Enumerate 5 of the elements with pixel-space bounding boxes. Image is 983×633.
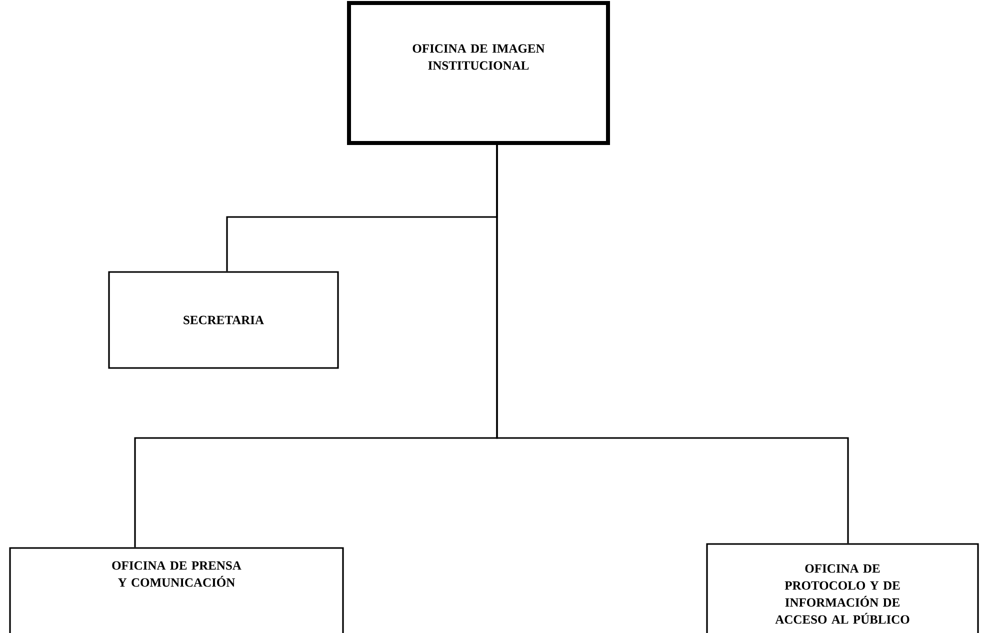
connector-line [496, 145, 849, 544]
office-box: OFICINA DE PROTOCOLO Y DE INFORMACIÓN DE ACCESO AL PÚBLICO [706, 543, 979, 633]
office-box: OFICINA DE IMAGEN INSTITUCIONAL [347, 1, 610, 145]
office-box: OFICINA DE PRENSA Y COMUNICACIÓN [9, 547, 344, 633]
office-box: SECRETARIA [108, 271, 339, 369]
